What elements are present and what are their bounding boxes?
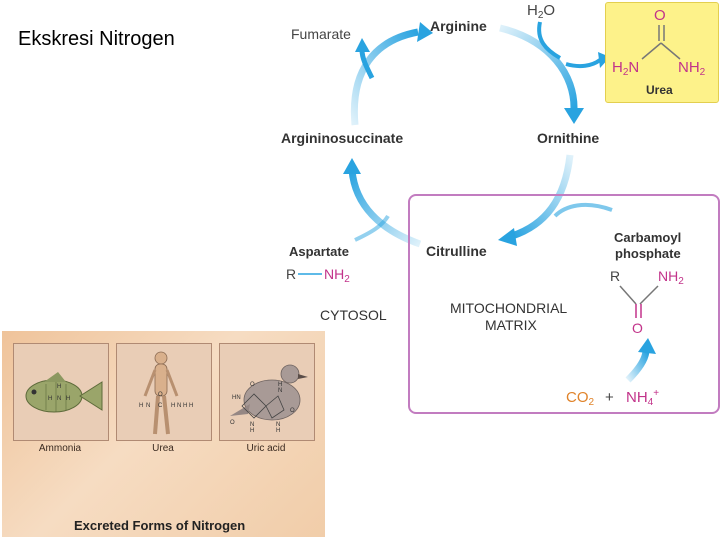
- label-carbamoyl-line2: phosphate: [615, 246, 681, 261]
- label-fumarate: Fumarate: [291, 26, 351, 42]
- ammonia-card: H N H H: [13, 343, 109, 441]
- arrowhead-fumarate: [355, 38, 370, 52]
- label-ornithine: Ornithine: [537, 130, 600, 146]
- caption-ammonia: Ammonia: [38, 443, 82, 454]
- slide-title: Ekskresi Nitrogen: [18, 28, 175, 50]
- arrow-ornithine-to-citrulline: [510, 154, 574, 240]
- carbamoyl-bond-nh2: [639, 285, 659, 305]
- uric-atom-8: N: [276, 422, 280, 428]
- arrow-citrulline-to-argininosuccinate: [348, 169, 422, 248]
- label-citrulline: Citrulline: [426, 243, 487, 259]
- label-nh4: NH4+: [626, 388, 660, 408]
- urea-atom-2: C: [158, 403, 163, 409]
- arrow-carbamoyl: [553, 202, 613, 218]
- label-mito-line2: MATRIX: [485, 317, 537, 333]
- carbamoyl-r: R: [610, 268, 621, 284]
- arrow-argininosuccinate-to-arginine: [350, 28, 419, 126]
- uric-atom-4: H: [278, 382, 282, 388]
- arrow-aspartate: [354, 214, 390, 242]
- label-carbamoyl-line1: Carbamoyl: [614, 230, 682, 245]
- urea-h2n: H2N: [612, 59, 640, 78]
- arrowhead-ornithine: [564, 108, 584, 124]
- urea-atom-4: N: [146, 403, 150, 409]
- label-co2: CO2: [566, 389, 595, 408]
- label-arginine: Arginine: [430, 18, 487, 34]
- ammonia-atom-4: H: [66, 396, 70, 402]
- uric-atom-7: H: [250, 428, 254, 434]
- urea-atom-3: H: [139, 403, 143, 409]
- uric-atom-2: HN: [232, 395, 241, 401]
- uric-atom-1: O: [250, 382, 255, 388]
- human-illustration: O C H N H N H H: [139, 351, 193, 435]
- urea-nh2: NH2: [678, 59, 706, 78]
- urea-o: O: [654, 7, 666, 24]
- urea-card: O C H N H N H H: [116, 343, 212, 441]
- label-plus: +: [605, 389, 614, 406]
- arrow-urea-out: [565, 58, 602, 69]
- label-cytosol: CYTOSOL: [320, 307, 387, 323]
- label-mito-line1: MITOCHONDRIAL: [450, 300, 568, 316]
- arrow-arginine-to-ornithine: [499, 24, 578, 111]
- ammonia-atom-1: H: [57, 384, 61, 390]
- urea-atom-8: H: [189, 403, 193, 409]
- caption-urea: Urea: [152, 443, 174, 454]
- urea-atom-6: N: [177, 403, 181, 409]
- ammonia-atom-3: H: [48, 396, 52, 402]
- uric-atom-6: N: [250, 422, 254, 428]
- uric-atom-5: O: [230, 420, 235, 426]
- carbamoyl-nh2: NH2: [658, 268, 684, 287]
- uric-atom-3: N: [278, 388, 282, 394]
- carbamoyl-bond-r: [619, 285, 637, 305]
- ammonia-atom-2: N: [57, 396, 61, 402]
- urea-structure: [641, 25, 681, 60]
- aspartate-nh2: NH2: [324, 266, 350, 285]
- caption-uric-acid: Uric acid: [246, 443, 286, 454]
- arrowhead-citrulline: [498, 228, 517, 246]
- uric-atom-9: H: [276, 428, 280, 434]
- arrowhead-arginine: [417, 22, 433, 42]
- uric-atom-10: O: [290, 408, 295, 414]
- carbamoyl-o: O: [632, 320, 643, 336]
- urea-box: O H2N NH2 Urea: [605, 2, 719, 103]
- mitochondrial-matrix-box: [408, 194, 720, 414]
- urea-atom-5: H: [171, 403, 175, 409]
- arrow-to-fumarate: [359, 49, 375, 80]
- label-aspartate: Aspartate: [289, 244, 349, 259]
- excreted-forms-panel: H N H H O C H N H N H H: [2, 331, 325, 537]
- label-argininosuccinate: Argininosuccinate: [281, 130, 404, 146]
- urea-atom-1: O: [158, 392, 163, 398]
- arrow-h2o: [537, 21, 562, 60]
- urea-atom-7: H: [183, 403, 187, 409]
- excreted-forms-title: Excreted Forms of Nitrogen: [74, 518, 246, 533]
- uric-acid-card: O HN N H O N H N H O: [219, 343, 315, 441]
- bird-illustration: O HN N H O N H N H O: [230, 364, 308, 434]
- arrowhead-argininosuccinate: [343, 158, 361, 174]
- label-h2o: H2O: [527, 2, 556, 21]
- arrowhead-carbamoyl: [638, 338, 656, 354]
- fish-illustration: H N H H: [25, 372, 103, 413]
- aspartate-r: R: [286, 266, 297, 282]
- urea-label: Urea: [646, 83, 673, 97]
